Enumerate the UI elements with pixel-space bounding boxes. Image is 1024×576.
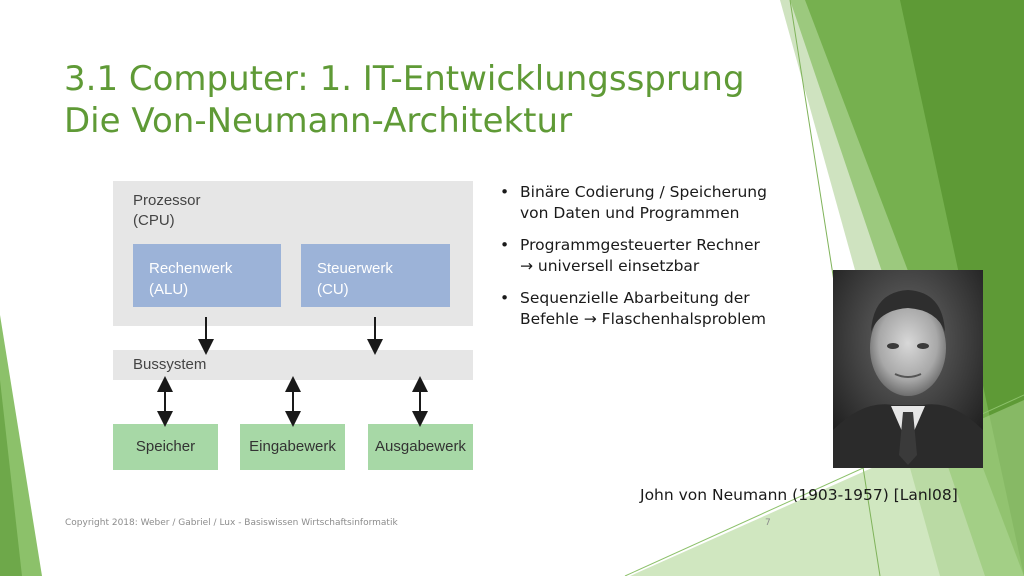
portrait-image (833, 270, 983, 468)
cpu-label-line-1: Prozessor (133, 192, 201, 209)
bullet-dot: • (500, 236, 510, 254)
bullet-line: Binäre Codierung / Speicherung (520, 183, 767, 201)
cu-box: Steuerwerk (CU) (301, 244, 450, 307)
bullet-line: Sequenzielle Abarbeitung der (520, 289, 750, 307)
bullet-item: • Sequenzielle Abarbeitung der Befehle →… (500, 288, 810, 330)
alu-label-line-1: Rechenwerk (149, 260, 233, 277)
diagram-arrows (157, 317, 428, 427)
alu-box: Rechenwerk (ALU) (133, 244, 281, 307)
input-unit-box: Eingabewerk (240, 424, 345, 470)
cu-label-line-2: (CU) (317, 281, 349, 298)
output-unit-label: Ausgabewerk (375, 438, 466, 455)
output-unit-box: Ausgabewerk (368, 424, 473, 470)
slide-title: 3.1 Computer: 1. IT-Entwicklungssprung D… (64, 58, 745, 142)
von-neumann-diagram: Prozessor (CPU) Rechenwerk (ALU) Steuerw… (113, 181, 473, 471)
page-number: 7 (765, 518, 771, 528)
portrait-photo (833, 270, 983, 468)
copyright-footer: Copyright 2018: Weber / Gabriel / Lux - … (65, 518, 398, 528)
bullet-line: → universell einsetzbar (520, 257, 700, 275)
input-unit-label: Eingabewerk (249, 438, 336, 455)
bullet-dot: • (500, 183, 510, 201)
left-decor-triangle-dark (0, 380, 22, 576)
memory-label: Speicher (135, 438, 196, 455)
bullet-line: Programmgesteuerter Rechner (520, 236, 760, 254)
cu-label-line-1: Steuerwerk (317, 260, 393, 277)
bus-label: Bussystem (133, 356, 207, 373)
memory-box: Speicher (113, 424, 218, 470)
title-line-1: 3.1 Computer: 1. IT-Entwicklungssprung (64, 59, 745, 99)
bullet-line: von Daten und Programmen (520, 204, 740, 222)
bus-box: Bussystem (113, 350, 473, 380)
title-line-2: Die Von-Neumann-Architektur (64, 101, 573, 141)
cpu-label-line-2: (CPU) (133, 212, 175, 229)
bullet-list: • Binäre Codierung / Speicherung von Dat… (500, 182, 810, 341)
bullet-item: • Binäre Codierung / Speicherung von Dat… (500, 182, 810, 224)
bullet-item: • Programmgesteuerter Rechner → universe… (500, 235, 810, 277)
alu-label-line-2: (ALU) (149, 281, 189, 298)
bullet-line: Befehle → Flaschenhalsproblem (520, 310, 767, 328)
bullet-dot: • (500, 289, 510, 307)
photo-caption: John von Neumann (1903-1957) [Lanl08] (640, 486, 958, 504)
